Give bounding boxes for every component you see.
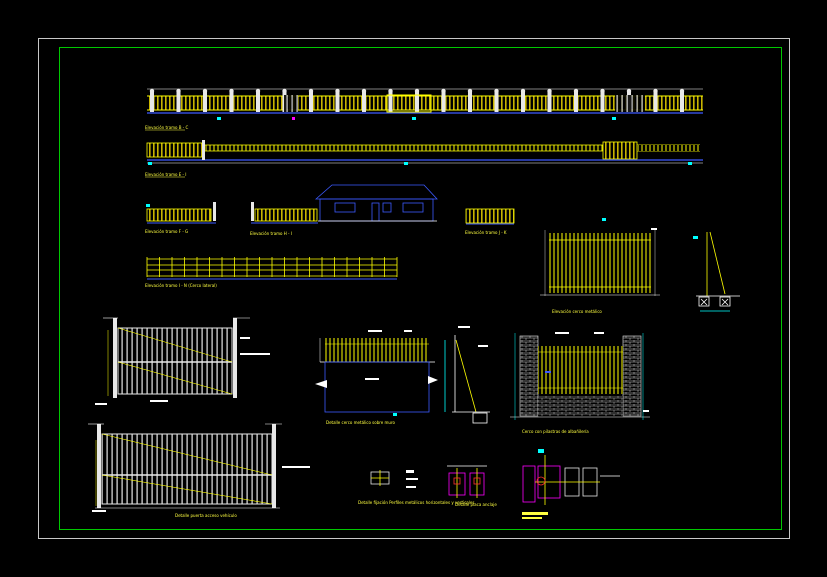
elevation-long-1 bbox=[147, 88, 703, 120]
detail-gate-2-label: Detalle puerta acceso vehículo bbox=[175, 513, 237, 518]
fence-post-cap bbox=[467, 88, 473, 94]
fence-post-cap bbox=[653, 88, 658, 94]
fence-post bbox=[309, 92, 313, 112]
detail-gate-2 bbox=[88, 423, 310, 512]
fence-post bbox=[388, 92, 393, 112]
fence-post-cap bbox=[229, 88, 234, 94]
fence-post-cap bbox=[388, 88, 393, 94]
fence-post bbox=[150, 92, 154, 112]
elevation-lateral bbox=[146, 257, 398, 280]
fence-post bbox=[574, 92, 578, 112]
detail-support-post bbox=[693, 231, 740, 312]
detail-picket-fence bbox=[540, 218, 660, 296]
fence-post-cap bbox=[282, 88, 287, 94]
detail-plate bbox=[447, 465, 487, 498]
elevation-long-2 bbox=[146, 140, 703, 165]
elevation-short-a bbox=[146, 202, 216, 224]
elevation-short-b-label: Elevación tramo H - I bbox=[250, 231, 292, 236]
fence-post-cap bbox=[361, 88, 367, 94]
fence-post-cap bbox=[308, 88, 314, 94]
detail-brick-pillars bbox=[510, 332, 650, 420]
elevation-short-c bbox=[465, 208, 515, 225]
elevation-long-2-label: Elevación tramo E - I bbox=[145, 172, 186, 177]
inner-frame bbox=[59, 47, 782, 530]
fence-post bbox=[521, 92, 525, 112]
fence-post-cap bbox=[600, 88, 605, 94]
detail-section bbox=[522, 449, 620, 519]
elevation-short-a-label: Elevación tramo F - G bbox=[145, 229, 188, 234]
fence-post-cap bbox=[414, 88, 420, 94]
outer-frame bbox=[38, 38, 790, 539]
fence-post bbox=[176, 92, 181, 112]
fence-post bbox=[415, 92, 419, 112]
fence-post bbox=[362, 92, 366, 112]
fence-post bbox=[680, 92, 684, 112]
fence-post bbox=[256, 92, 260, 112]
fence-post bbox=[335, 92, 340, 112]
fence-post-cap bbox=[335, 88, 340, 94]
detail-anchor bbox=[370, 470, 418, 488]
fence-post bbox=[494, 92, 499, 112]
fence-post bbox=[547, 92, 552, 112]
elevation-lateral-label: Elevación tramo I - N (Cerco lateral) bbox=[145, 283, 217, 288]
detail-gate-1 bbox=[95, 317, 270, 405]
fence-post bbox=[229, 92, 234, 112]
elevation-long-1-label: Elevación tramo B - C bbox=[145, 125, 188, 130]
detail-picket-fence-label: Elevación cerco metálico bbox=[552, 309, 602, 314]
fence-post-cap bbox=[441, 88, 446, 94]
fence-post-cap bbox=[202, 88, 208, 94]
fence-post bbox=[600, 92, 605, 112]
fence-post bbox=[441, 92, 446, 112]
fence-post-cap bbox=[573, 88, 579, 94]
detail-wall-section bbox=[444, 326, 490, 424]
fence-post bbox=[653, 92, 658, 112]
fence-post-cap bbox=[176, 88, 181, 94]
fence-post bbox=[203, 92, 207, 112]
detail-fence-wall-label: Detalle cerco metálico sobre muro bbox=[326, 420, 396, 425]
detail-plate-label: Detalle placa anclaje bbox=[455, 502, 497, 507]
fence-post-cap bbox=[626, 88, 632, 94]
fence-post bbox=[468, 92, 472, 112]
fence-post-cap bbox=[494, 88, 499, 94]
house-elevation bbox=[314, 184, 438, 222]
fence-post-cap bbox=[255, 88, 261, 94]
fence-post-cap bbox=[520, 88, 526, 94]
elevation-short-b bbox=[251, 202, 318, 224]
detail-anchor-label: Detalle fijación Perfiles metálicos hori… bbox=[358, 500, 474, 505]
fence-post-cap bbox=[149, 88, 155, 94]
fence-post-cap bbox=[547, 88, 552, 94]
fence-post-cap bbox=[679, 88, 685, 94]
elevation-short-c-label: Elevación tramo J - K bbox=[465, 230, 507, 235]
detail-fence-wall bbox=[315, 330, 438, 416]
detail-brick-pillars-label: Cerco con pilastras de albañilería bbox=[522, 429, 589, 434]
